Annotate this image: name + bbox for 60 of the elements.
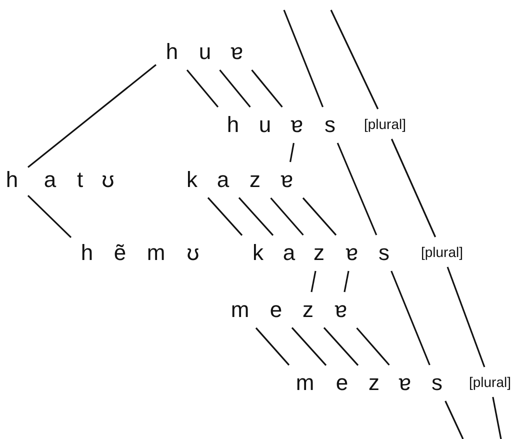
phoneme-letter: z: [245, 168, 265, 192]
phoneme-letter: h: [162, 40, 182, 64]
association-line: [356, 327, 390, 366]
morpheme-tag: [plural]: [461, 373, 519, 391]
association-line: [28, 64, 156, 168]
phoneme-letter: ɐ: [395, 371, 415, 395]
association-line: [251, 70, 283, 108]
phoneme-letter: z: [309, 241, 329, 265]
phoneme-letter: u: [255, 113, 275, 137]
phoneme-letter: a: [279, 241, 299, 265]
phoneme-letter: a: [213, 168, 233, 192]
association-line: [289, 142, 295, 162]
phoneme-letter: m: [146, 241, 166, 265]
phoneme-letter: ɐ: [342, 241, 362, 265]
phoneme-letter: h: [77, 241, 97, 265]
phoneme-letter: u: [195, 40, 215, 64]
association-line: [238, 197, 274, 236]
association-line: [283, 10, 324, 108]
association-line: [27, 195, 72, 238]
association-line: [255, 327, 290, 366]
morpheme-tag: [plural]: [413, 243, 471, 261]
phoneme-letter: ʊ: [98, 168, 118, 192]
phoneme-letter: s: [374, 241, 394, 265]
phoneme-letter: a: [40, 168, 60, 192]
phoneme-letter: k: [248, 241, 268, 265]
phoneme-letter: k: [182, 168, 202, 192]
association-line: [186, 69, 219, 108]
phoneme-letter: e: [266, 298, 286, 322]
association-line: [390, 138, 436, 238]
association-line: [270, 197, 304, 236]
phoneme-letter: t: [70, 168, 90, 192]
association-line: [344, 270, 350, 292]
association-line: [291, 327, 327, 366]
phoneme-letter: z: [298, 298, 318, 322]
phoneme-letter: ʊ: [183, 241, 203, 265]
phoneme-letter: ẽ: [110, 241, 130, 265]
association-line: [444, 400, 464, 439]
phoneme-letter: s: [320, 113, 340, 137]
phoneme-letter: z: [364, 371, 384, 395]
morpheme-tag: [plural]: [356, 115, 414, 133]
phoneme-letter: ɐ: [277, 168, 297, 192]
association-line: [207, 197, 243, 236]
phoneme-letter: e: [332, 371, 352, 395]
association-line: [302, 197, 337, 236]
phoneme-letter: h: [2, 168, 22, 192]
association-line: [323, 327, 359, 366]
phoneme-letter: s: [427, 371, 447, 395]
association-line: [492, 396, 502, 439]
association-line: [336, 142, 378, 236]
phoneme-letter: ɐ: [227, 40, 247, 64]
phoneme-letter: m: [230, 298, 250, 322]
phoneme-letter: m: [295, 371, 315, 395]
association-line: [219, 70, 251, 108]
phoneme-letter: h: [223, 113, 243, 137]
association-line: [446, 266, 486, 368]
association-line: [330, 10, 379, 110]
association-line: [310, 270, 316, 292]
phoneme-letter: ɐ: [331, 298, 351, 322]
association-line: [390, 270, 430, 366]
phoneme-letter: ɐ: [287, 113, 307, 137]
